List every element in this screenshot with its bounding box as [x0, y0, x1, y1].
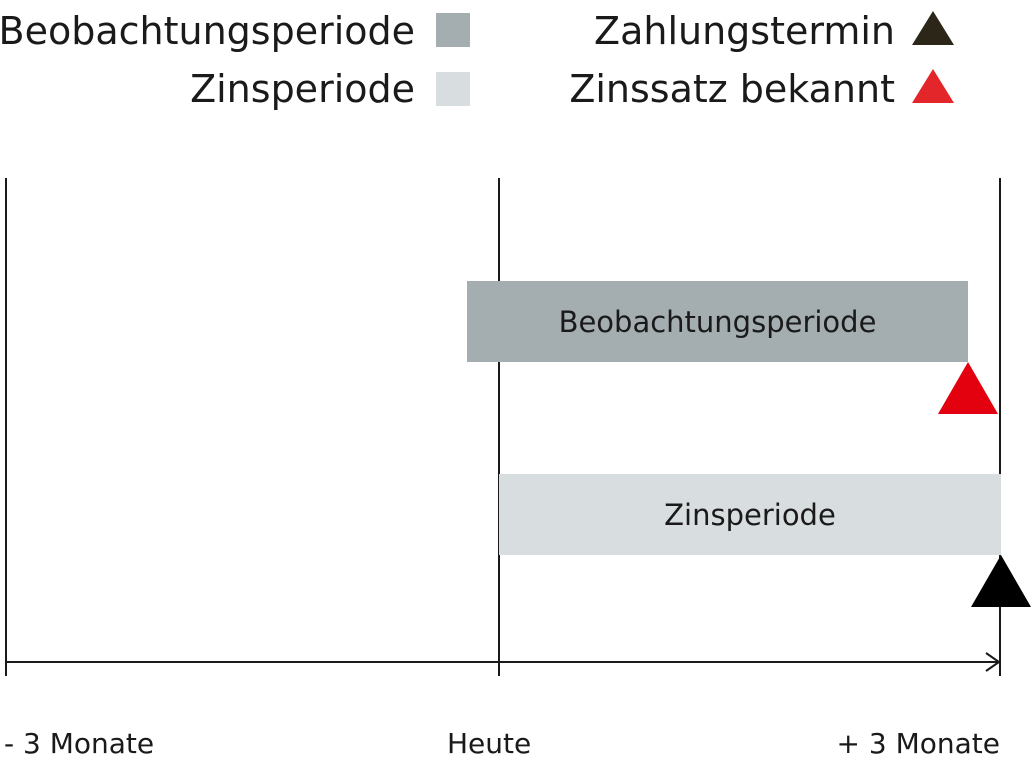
- payment-date-marker-icon: [971, 555, 1031, 607]
- legend-rate-known-triangle-icon: [912, 69, 954, 103]
- axis-label-start: - 3 Monate: [4, 727, 155, 760]
- timeline-end-line: [999, 178, 1001, 676]
- legend-payment-label: Zahlungstermin: [594, 9, 895, 53]
- rate-known-marker-icon: [938, 362, 998, 414]
- legend-interest-label: Zinsperiode: [190, 67, 415, 111]
- legend-observation-swatch: [436, 13, 470, 47]
- observation-period-bar-label: Beobachtungsperiode: [558, 304, 877, 339]
- axis-label-today: Heute: [447, 727, 532, 760]
- axis-label-end: + 3 Monate: [836, 727, 1000, 760]
- interest-period-bar: Zinsperiode: [499, 474, 1001, 555]
- legend-interest-swatch: [436, 72, 470, 106]
- timeline-start-line: [5, 178, 7, 676]
- time-axis-arrowhead-icon: [985, 652, 1001, 672]
- legend-payment-triangle-icon: [912, 11, 954, 45]
- legend-rate-known-label: Zinssatz bekannt: [569, 67, 895, 111]
- timeline-today-line: [498, 178, 500, 676]
- interest-period-bar-label: Zinsperiode: [664, 497, 836, 532]
- legend-observation-label: Beobachtungsperiode: [0, 9, 415, 53]
- observation-period-bar: Beobachtungsperiode: [467, 281, 968, 362]
